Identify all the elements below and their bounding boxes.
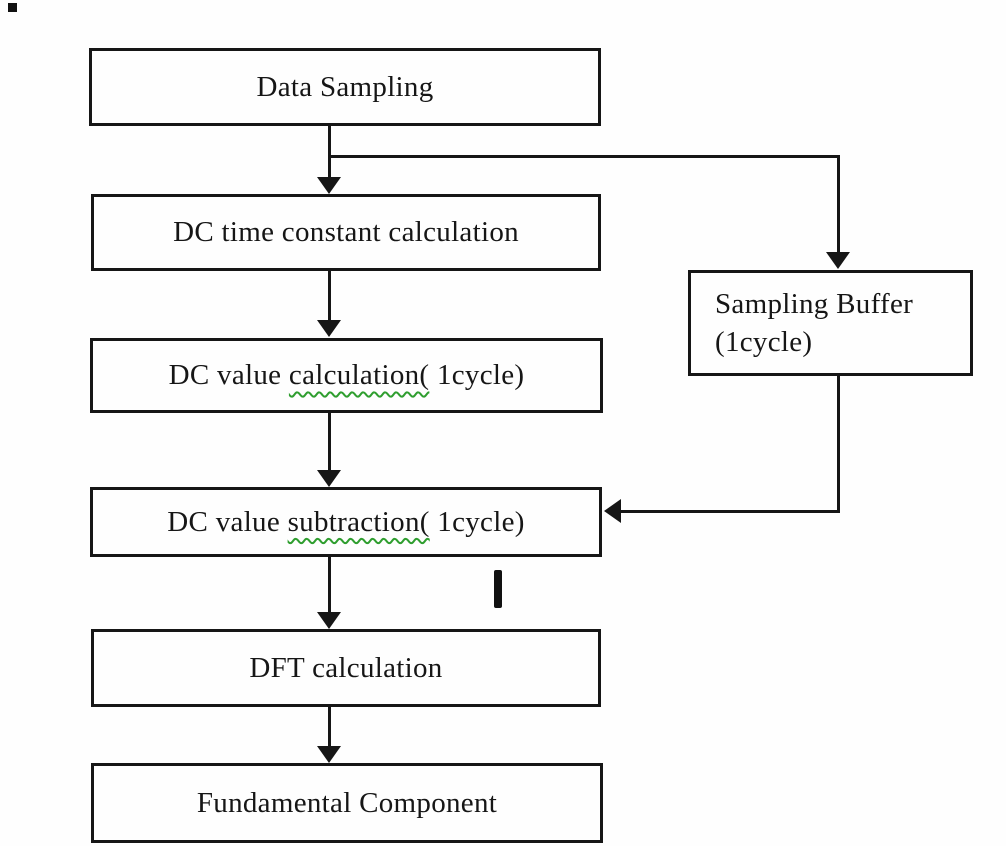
flow-node-label: Data Sampling — [256, 70, 434, 103]
edge-line-vertical — [328, 269, 331, 321]
flow-node-label-prefix: DC value — [168, 359, 289, 391]
cursor-bar-mark — [494, 570, 502, 608]
arrowhead-down-icon — [826, 252, 850, 269]
flow-node-label-line1: Sampling Buffer — [715, 288, 914, 320]
flow-node-sampling-buffer: Sampling Buffer (1cycle) — [688, 270, 973, 376]
flow-node-dft-calculation: DFT calculation — [91, 629, 601, 707]
arrowhead-down-icon — [317, 320, 341, 337]
flow-node-dc-value-subtraction: DC value subtraction( 1cycle) — [90, 487, 602, 557]
edge-line-vertical — [837, 155, 840, 254]
edge-line-vertical — [837, 374, 840, 513]
arrowhead-down-icon — [317, 746, 341, 763]
flow-node-dc-time-constant-calculation: DC time constant calculation — [91, 194, 601, 271]
flow-node-label-line2: (1cycle) — [715, 326, 813, 358]
flow-node-label: DFT calculation — [249, 651, 443, 684]
flow-node-fundamental-component: Fundamental Component — [91, 763, 603, 843]
edge-line-vertical — [328, 555, 331, 613]
flow-node-label-suffix: 1cycle) — [429, 359, 525, 391]
arrowhead-down-icon — [317, 470, 341, 487]
flow-node-label-suffix: 1cycle) — [429, 505, 525, 538]
flow-node-dc-value-calculation: DC value calculation( 1cycle) — [90, 338, 603, 413]
flow-node-label-prefix: DC value — [167, 505, 288, 538]
flow-node-label: DC time constant calculation — [173, 216, 519, 248]
edge-line-vertical — [328, 411, 331, 471]
flow-node-label: Fundamental Component — [196, 786, 498, 819]
arrowhead-down-icon — [317, 177, 341, 194]
edge-line-feedback — [619, 510, 840, 513]
scan-artifact-square — [8, 3, 17, 12]
flow-node-label-misspelled: calculation( — [288, 359, 430, 391]
edge-line-vertical — [328, 124, 331, 179]
edge-line-vertical — [328, 705, 331, 748]
flow-node-data-sampling: Data Sampling — [89, 48, 601, 126]
arrowhead-left-icon — [604, 499, 621, 523]
flow-node-label-misspelled: subtraction( — [287, 505, 430, 538]
edge-line-branch-right — [328, 155, 840, 158]
arrowhead-down-icon — [317, 612, 341, 629]
